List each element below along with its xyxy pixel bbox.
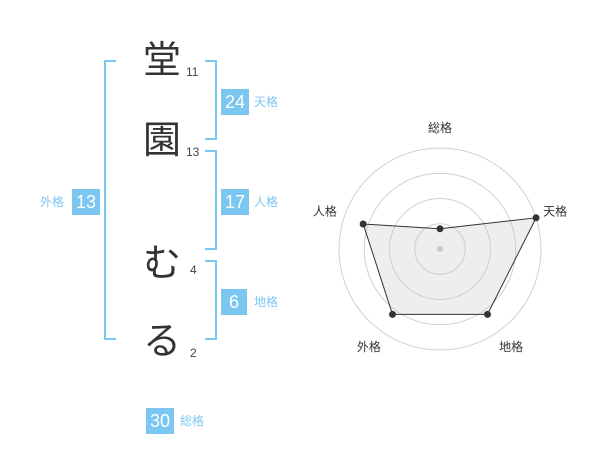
stroke-count-4: 2	[190, 346, 197, 360]
radar-point-1	[436, 225, 444, 233]
chikaku-label: 地格	[254, 295, 279, 309]
radar-ring-4	[338, 147, 542, 351]
jinkaku-label: 人格	[254, 195, 279, 209]
gaikaku-bracket	[104, 60, 116, 340]
name-char-2: 園	[143, 118, 182, 162]
radar-polygon	[362, 217, 537, 315]
radar-axis-label-5: 人格	[313, 204, 337, 219]
tenkaku-bracket	[205, 60, 217, 140]
chikaku-bracket	[205, 260, 217, 340]
name-char-1: 堂	[143, 38, 182, 82]
jinkaku-value: 17	[221, 189, 249, 215]
tenkaku-value: 24	[221, 89, 249, 115]
stroke-count-3: 4	[190, 263, 197, 277]
jinkaku-bracket	[205, 150, 217, 250]
radar-point-2	[532, 214, 540, 222]
radar-ring-2	[389, 198, 491, 300]
radar-axis-label-3: 地格	[499, 339, 523, 354]
radar-rings	[338, 147, 542, 351]
soukaku-label: 総格	[180, 414, 205, 428]
tenkaku-label: 天格	[254, 95, 279, 109]
radar-ring-3	[363, 172, 517, 326]
radar-axis-label-2: 天格	[543, 204, 567, 219]
stroke-count-2: 13	[186, 145, 200, 159]
radar-series	[359, 214, 540, 318]
radar-center	[437, 246, 443, 252]
name-char-3: む	[143, 241, 182, 285]
radar-axis-label-1: 総格	[428, 120, 452, 135]
chikaku-value: 6	[221, 289, 247, 315]
radar-axis-label-4: 外格	[357, 339, 381, 354]
radar-point-5	[359, 220, 367, 228]
gaikaku-value: 13	[72, 189, 100, 215]
soukaku-value: 30	[146, 408, 174, 434]
stroke-count-1: 11	[186, 65, 199, 79]
radar-point-4	[389, 310, 397, 318]
radar-ring-1	[414, 223, 466, 275]
gaikaku-label: 外格	[40, 195, 65, 209]
radar-point-3	[483, 310, 491, 318]
name-char-4: る	[143, 319, 182, 363]
